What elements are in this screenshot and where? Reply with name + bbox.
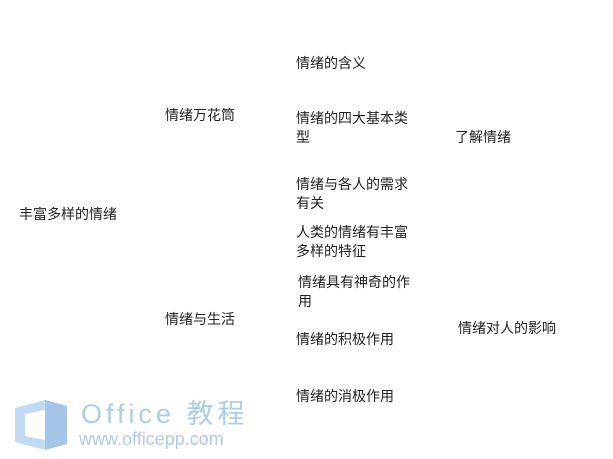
branch-node-wanhuatong: 情绪万花筒 <box>165 108 235 124</box>
goal-node-liaojie: 了解情绪 <box>455 130 511 146</box>
topic-node-hanyi: 情绪的含义 <box>296 56 366 72</box>
watermark: Office 教程 www.officepp.com <box>11 398 251 454</box>
watermark-url: www.officepp.com <box>79 429 224 449</box>
branch-node-shenghuo: 情绪与生活 <box>165 312 235 328</box>
topic-node-xuqiu: 情绪与各人的需求有关 <box>296 177 408 212</box>
office-logo-icon <box>15 400 67 450</box>
topic-node-shenqi: 情绪具有神奇的作用 <box>298 275 410 310</box>
watermark-title: Office 教程 <box>81 399 249 429</box>
topic-node-tezheng: 人类的情绪有丰富多样的特征 <box>296 225 408 260</box>
root-node: 丰富多样的情绪 <box>19 207 117 223</box>
topic-node-xiaoji: 情绪的消极作用 <box>296 389 394 405</box>
goal-node-yingxiang: 情绪对人的影响 <box>458 321 556 337</box>
topic-node-leixing: 情绪的四大基本类型 <box>296 111 408 146</box>
topic-node-jiji: 情绪的积极作用 <box>296 332 394 348</box>
